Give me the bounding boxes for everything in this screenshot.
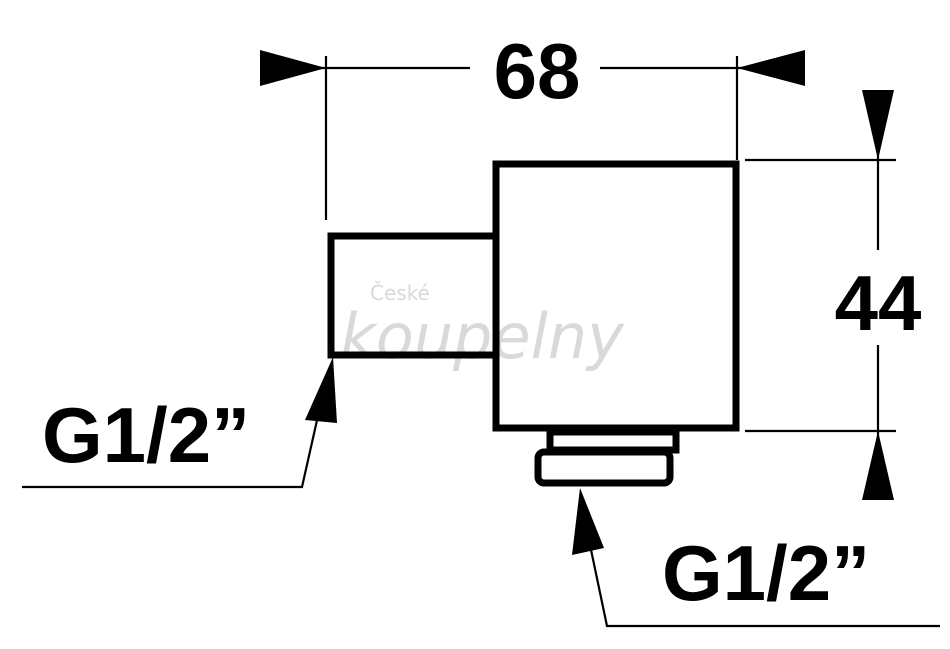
width-dimension: 68: [260, 27, 805, 220]
watermark-line1: České: [370, 281, 430, 305]
width-arrow-left: [260, 50, 326, 86]
watermark: České koupelny: [340, 281, 625, 373]
width-dimension-label: 68: [494, 27, 581, 115]
inlet-leader-arrow: [305, 357, 337, 423]
outlet-thread-callout: G1/2”: [572, 488, 940, 628]
height-dimension: 44: [745, 90, 921, 500]
height-dimension-label: 44: [835, 259, 922, 347]
height-arrow-top: [862, 90, 894, 160]
inlet-thread-label: G1/2”: [42, 391, 250, 479]
fitting-body: [492, 160, 740, 432]
inlet-stub: [327, 232, 496, 359]
outlet-leader-arrow: [572, 488, 604, 555]
watermark-line2: koupelny: [340, 300, 625, 373]
inlet-thread-callout: G1/2”: [22, 357, 337, 489]
width-arrow-right: [737, 50, 805, 86]
height-arrow-bottom: [862, 431, 894, 500]
outlet-thread-label: G1/2”: [662, 529, 870, 617]
outlet-nut: [534, 428, 680, 487]
